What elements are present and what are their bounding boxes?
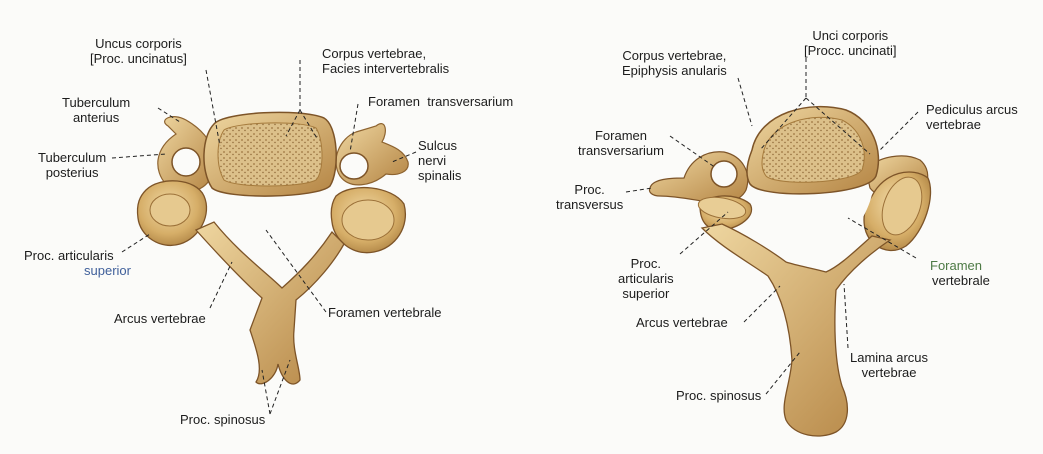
label-tuberculum-anterius: Tuberculum anterius — [62, 95, 130, 125]
label-proc-articularis-superior-left-line2: superior — [84, 263, 131, 278]
left-foramen-transversarium-left — [172, 148, 200, 176]
label-proc-articularis-superior-right: Proc. articularis superior — [618, 256, 674, 301]
label-lamina-arcus-vertebrae: Lamina arcus vertebrae — [850, 350, 928, 380]
label-unci-corporis: Unci corporis [Procc. uncinati] — [804, 28, 897, 58]
label-arcus-vertebrae-left: Arcus vertebrae — [114, 311, 206, 326]
label-sulcus-nervi-spinalis: Sulcus nervi spinalis — [418, 138, 461, 183]
label-proc-spinosus-right: Proc. spinosus — [676, 388, 761, 403]
right-foramen-transversarium-left — [711, 161, 737, 187]
label-uncus-corporis: Uncus corporis [Proc. uncinatus] — [90, 36, 187, 66]
label-proc-transversus: Proc. transversus — [556, 182, 623, 212]
label-foramen-vertebrale-right-line1: Foramen — [930, 258, 982, 273]
left-foramen-transversarium-right — [340, 153, 368, 179]
label-corpus-vertebrae-left: Corpus vertebrae, Facies intervertebrali… — [322, 46, 449, 76]
label-proc-spinosus-left: Proc. spinosus — [180, 412, 265, 427]
label-pediculus-arcus-vertebrae: Pediculus arcus vertebrae — [926, 102, 1018, 132]
left-articular-facet-left — [150, 194, 190, 226]
right-vertebra — [649, 107, 930, 436]
left-body-surface — [218, 123, 322, 186]
label-foramen-vertebrale-left: Foramen vertebrale — [328, 305, 441, 320]
left-vertebra — [137, 112, 408, 384]
label-foramen-transversarium-left: Foramen transversarium — [368, 94, 513, 109]
label-foramen-transversarium-right: Foramen transversarium — [578, 128, 664, 158]
label-proc-articularis-superior-left-line1: Proc. articularis — [24, 248, 114, 263]
left-articular-facet-right — [342, 200, 394, 240]
label-corpus-vertebrae-right: Corpus vertebrae, Epiphysis anularis — [622, 48, 727, 78]
label-arcus-vertebrae-right: Arcus vertebrae — [636, 315, 728, 330]
label-foramen-vertebrale-right-line2: vertebrale — [932, 273, 990, 288]
label-tuberculum-posterius: Tuberculum posterius — [38, 150, 106, 180]
